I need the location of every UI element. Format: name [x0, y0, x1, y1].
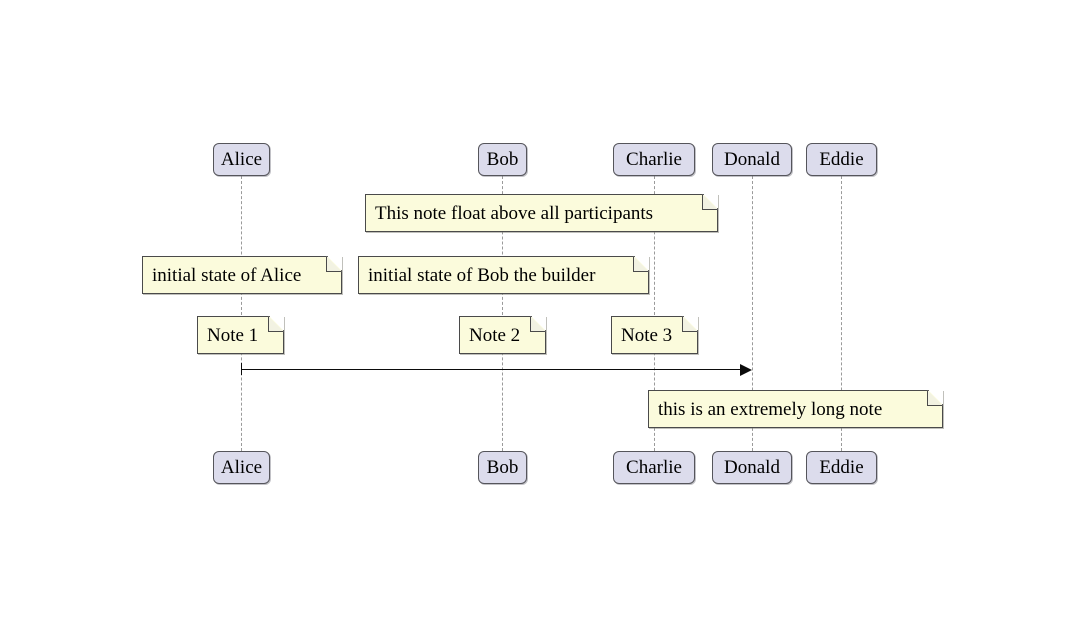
note-note-3[interactable]: Note 3	[611, 316, 698, 354]
note-text: This note float above all participants	[375, 202, 654, 224]
participant-label: Alice	[220, 457, 263, 478]
participant-label: Eddie	[819, 457, 864, 478]
lifeline-charlie	[654, 176, 655, 451]
participant-label: Donald	[724, 457, 780, 478]
participant-bob-top[interactable]: Bob	[478, 143, 527, 176]
note-text: Note 2	[469, 324, 521, 346]
lifeline-bob	[502, 176, 503, 451]
message-line-msg-alice-donald[interactable]	[241, 369, 742, 370]
participant-label: Charlie	[626, 149, 682, 170]
note-text: Note 1	[207, 324, 259, 346]
note-text: initial state of Alice	[152, 264, 302, 286]
lifeline-alice	[241, 176, 242, 451]
participant-eddie-top[interactable]: Eddie	[806, 143, 877, 176]
note-note-2[interactable]: Note 2	[459, 316, 546, 354]
participant-label: Donald	[724, 149, 780, 170]
participant-alice-bottom[interactable]: Alice	[213, 451, 270, 484]
participant-label: Bob	[486, 457, 519, 478]
note-note-1[interactable]: Note 1	[197, 316, 284, 354]
participant-label: Eddie	[819, 149, 864, 170]
participant-label: Bob	[486, 149, 519, 170]
note-text: initial state of Bob the builder	[368, 264, 596, 286]
lifeline-eddie	[841, 176, 842, 451]
note-text: Note 3	[621, 324, 673, 346]
participant-donald-bottom[interactable]: Donald	[712, 451, 792, 484]
note-note-long[interactable]: this is an extremely long note	[648, 390, 943, 428]
participant-label: Charlie	[626, 457, 682, 478]
note-note-initial-alice[interactable]: initial state of Alice	[142, 256, 342, 294]
lifeline-donald	[752, 176, 753, 451]
participant-bob-bottom[interactable]: Bob	[478, 451, 527, 484]
participant-eddie-bottom[interactable]: Eddie	[806, 451, 877, 484]
participant-label: Alice	[220, 149, 263, 170]
message-arrowhead-msg-alice-donald	[740, 364, 752, 376]
participant-charlie-top[interactable]: Charlie	[613, 143, 695, 176]
note-text: this is an extremely long note	[658, 398, 883, 420]
note-note-initial-bob[interactable]: initial state of Bob the builder	[358, 256, 649, 294]
participant-alice-top[interactable]: Alice	[213, 143, 270, 176]
participant-charlie-bottom[interactable]: Charlie	[613, 451, 695, 484]
note-note-float-above[interactable]: This note float above all participants	[365, 194, 718, 232]
participant-donald-top[interactable]: Donald	[712, 143, 792, 176]
